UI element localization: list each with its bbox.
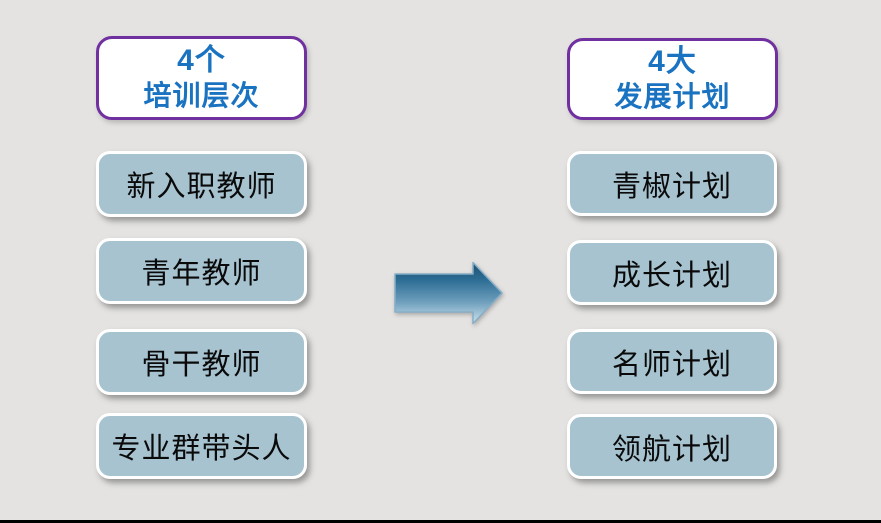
left-item-label: 专业群带头人 — [111, 433, 292, 465]
right-item-pilot-plan: 领航计划 — [567, 414, 777, 479]
right-header-box: 4大 发展计划 — [567, 38, 778, 120]
right-header-line2: 发展计划 — [614, 81, 731, 113]
right-item-label: 青椒计划 — [611, 170, 732, 203]
left-item-label: 新入职教师 — [126, 171, 277, 203]
left-item-backbone-teachers: 骨干教师 — [96, 329, 307, 395]
left-item-label: 骨干教师 — [141, 349, 262, 381]
right-item-growth-plan: 成长计划 — [567, 240, 777, 305]
left-header-line1: 4个 — [177, 43, 226, 77]
slide-bottom-edge — [0, 520, 881, 523]
left-item-program-leaders: 专业群带头人 — [96, 413, 307, 479]
right-item-label: 成长计划 — [611, 259, 732, 292]
left-item-new-teachers: 新入职教师 — [96, 151, 307, 217]
right-arrow-icon — [394, 261, 504, 325]
left-header-line2: 培训层次 — [143, 80, 260, 112]
right-header-line1: 4大 — [648, 44, 697, 78]
right-item-label: 领航计划 — [611, 433, 732, 466]
left-item-label: 青年教师 — [141, 258, 262, 290]
left-header-box: 4个 培训层次 — [96, 36, 307, 120]
left-item-young-teachers: 青年教师 — [96, 238, 307, 304]
right-item-label: 名师计划 — [611, 348, 732, 381]
right-item-qingjiao-plan: 青椒计划 — [567, 151, 777, 216]
right-item-master-plan: 名师计划 — [567, 329, 777, 394]
